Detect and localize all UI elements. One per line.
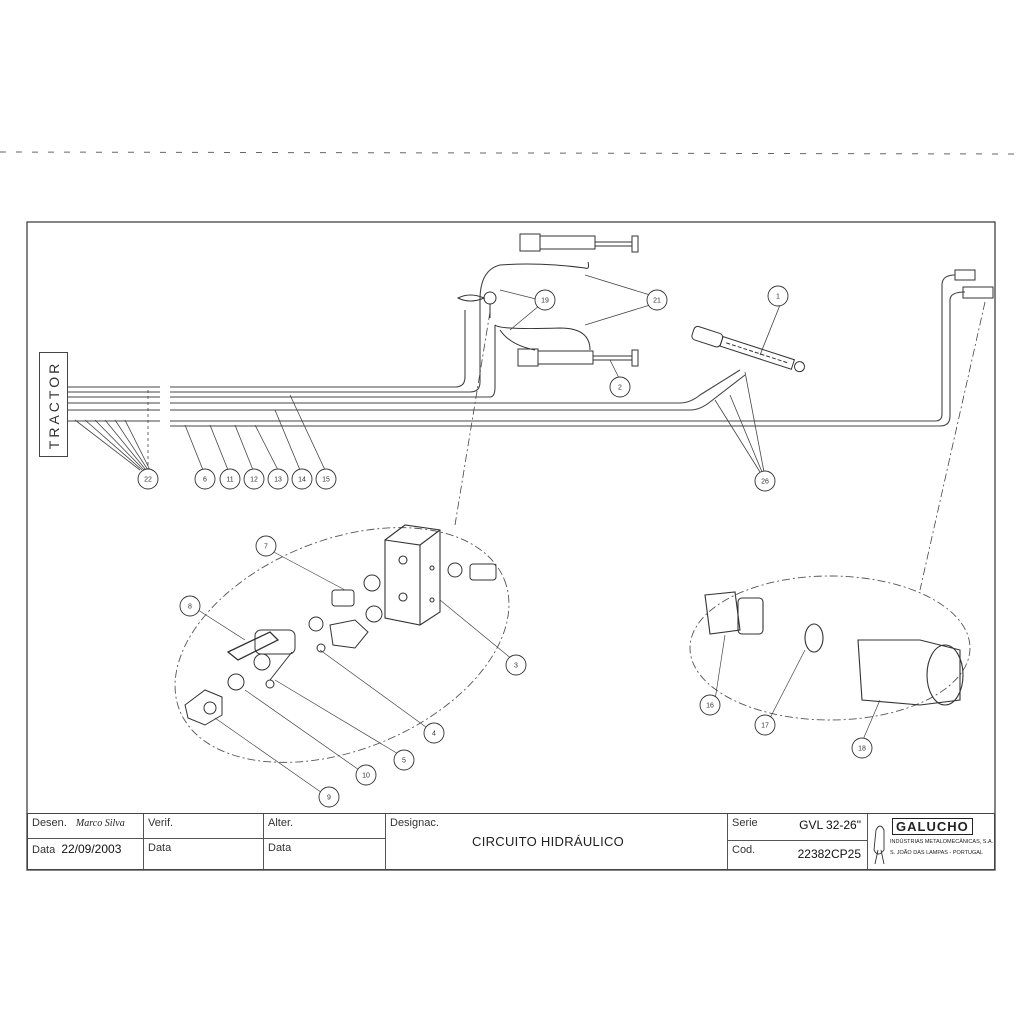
series-cell: Serie GVL 32-26": [728, 814, 868, 841]
callout-number: 9: [327, 794, 331, 801]
callout-number: 14: [298, 476, 306, 483]
company-logo: GALUCHO: [892, 818, 973, 835]
callout-number: 1: [776, 293, 780, 300]
hydraulic-cylinder-lower: [494, 324, 639, 367]
callout-18: 18: [851, 737, 873, 759]
code-value: 22382CP25: [797, 847, 861, 861]
hose-bundle: [68, 264, 966, 427]
callout-number: 21: [653, 297, 661, 304]
callout-26: 26: [754, 470, 776, 492]
callout-6: 6: [194, 468, 216, 490]
callout-number: 6: [203, 476, 207, 483]
callout-16: 16: [699, 694, 721, 716]
callout-17: 17: [754, 714, 776, 736]
drawn-label: Desen.: [32, 817, 67, 829]
alter-date-cell: Data: [264, 839, 386, 869]
callout-14: 14: [291, 468, 313, 490]
callout-3: 3: [505, 654, 527, 676]
hydraulic-cylinder-upper: [499, 233, 639, 269]
verif-date-cell: Data: [144, 839, 264, 869]
callout-leaders: [74, 274, 986, 591]
selector-valve: [456, 291, 497, 318]
callout-number: 5: [402, 757, 406, 764]
exploded-left-leaders: [194, 549, 514, 796]
callout-number: 7: [264, 543, 268, 550]
valve-fittings: [184, 562, 497, 726]
drawn-by-signature: Marco Silva: [75, 818, 125, 829]
coupler-parts: [704, 591, 964, 706]
valve-body-block: [384, 524, 441, 626]
callout-9: 9: [318, 786, 340, 808]
callout-number: 4: [432, 730, 436, 737]
exploded-right-leaders: [714, 634, 881, 743]
alter-date-label: Data: [268, 842, 292, 854]
callout-8: 8: [179, 595, 201, 617]
callout-19: 19: [534, 289, 556, 311]
title-block: Desen. Marco Silva Verif. Alter. Data 22…: [27, 813, 995, 870]
callout-1: 1: [767, 285, 789, 307]
date-label: Data: [32, 844, 56, 856]
callout-number: 12: [250, 476, 258, 483]
quick-couplers: [954, 269, 994, 299]
drawn-date: 22/09/2003: [61, 842, 122, 856]
callout-number: 15: [322, 476, 330, 483]
company-address: S. JOÃO DAS LAMPAS - PORTUGAL: [890, 850, 984, 856]
designation-label: Designac.: [390, 817, 439, 829]
lift-cylinder: [691, 325, 806, 373]
exploded-view-valve-boundary: [174, 527, 510, 763]
callout-21: 21: [646, 289, 668, 311]
callout-number: 8: [188, 603, 192, 610]
company-logo-cell: GALUCHO INDÚSTRIAS METALOMECÂNICAS, S.A.…: [868, 814, 994, 869]
scan-edge-marks: [0, 151, 1024, 155]
callout-number: 13: [274, 476, 282, 483]
callout-number: 2: [618, 384, 622, 391]
drawn-cell: Desen. Marco Silva: [28, 814, 144, 839]
series-value: GVL 32-26": [799, 818, 861, 832]
callout-number: 22: [144, 476, 152, 483]
callout-11: 11: [219, 468, 241, 490]
callout-number: 18: [858, 745, 866, 752]
code-label: Cod.: [732, 844, 756, 856]
verif-date-label: Data: [148, 842, 172, 854]
callout-5: 5: [393, 749, 415, 771]
callout-15: 15: [315, 468, 337, 490]
tractor-label-box: TRACTOR: [39, 352, 68, 457]
callout-4: 4: [423, 722, 445, 744]
drawn-date-cell: Data 22/09/2003: [28, 839, 144, 869]
callout-number: 10: [362, 772, 370, 779]
designation-cell: Designac. CIRCUITO HIDRÁULICO: [386, 814, 728, 869]
company-name: INDÚSTRIAS METALOMECÂNICAS, S.A.: [890, 839, 994, 845]
drawing-frame: [26, 221, 996, 871]
callout-13: 13: [267, 468, 289, 490]
callout-number: 26: [761, 478, 769, 485]
callout-12: 12: [243, 468, 265, 490]
verif-label: Verif.: [148, 817, 174, 829]
verif-cell: Verif.: [144, 814, 264, 839]
company-logo-figure: [873, 825, 885, 865]
series-label: Serie: [732, 817, 758, 829]
callout-7: 7: [255, 535, 277, 557]
code-cell: Cod. 22382CP25: [728, 841, 868, 869]
callout-number: 19: [541, 297, 549, 304]
callout-number: 17: [761, 722, 769, 729]
callout-number: 16: [706, 702, 714, 709]
callout-number: 11: [226, 476, 233, 483]
alter-label: Alter.: [268, 817, 294, 829]
callout-22: 22: [137, 468, 159, 490]
callout-10: 10: [355, 764, 377, 786]
alter-cell: Alter.: [264, 814, 386, 839]
callout-number: 3: [514, 662, 518, 669]
callout-2: 2: [609, 376, 631, 398]
drawing-title: CIRCUITO HIDRÁULICO: [472, 834, 625, 849]
tractor-label: TRACTOR: [45, 360, 62, 449]
exploded-view-coupler-boundary: [689, 575, 971, 721]
